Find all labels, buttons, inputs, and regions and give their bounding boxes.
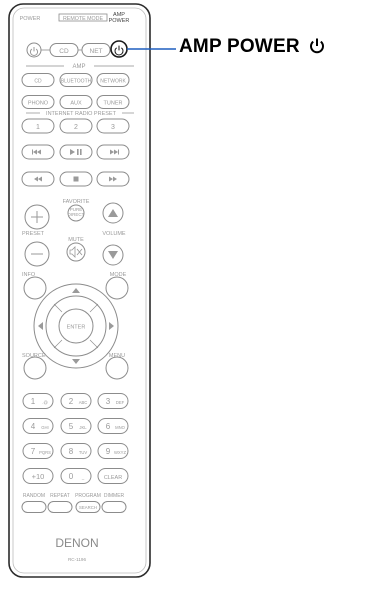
- source-button-label: AUX: [70, 101, 82, 107]
- bottom-function-label: REPEAT: [50, 493, 70, 499]
- volume-label: VOLUME: [102, 231, 126, 237]
- number-key-letters: ABC: [79, 400, 88, 405]
- net-mode-label: NET: [90, 48, 103, 55]
- source-button-label: PHONO: [28, 101, 49, 107]
- internet-radio-preset-label: INTERNET RADIO PRESET: [46, 111, 117, 117]
- number-key-digit: 5: [69, 422, 74, 431]
- favorite-label: FAVORITE: [63, 199, 90, 205]
- number-key-letters: JKL: [79, 425, 87, 430]
- enter-label: ENTER: [67, 325, 86, 331]
- bottom-function-label: DIMMER: [104, 493, 125, 499]
- stop-icon: [74, 177, 79, 182]
- number-key-digit: 4: [31, 422, 36, 431]
- source-button-label: NETWORK: [100, 79, 126, 85]
- brand-logo: DENON: [55, 536, 98, 550]
- number-key-letters: PQRS: [39, 450, 51, 455]
- source-button-label: TUNER: [104, 101, 123, 107]
- preset-button-label: 3: [111, 124, 115, 131]
- search-label: SEARCH: [79, 505, 97, 510]
- number-key-letters: .@: [42, 400, 47, 405]
- bottom-function-button: [48, 502, 72, 513]
- amp-power-callout: AMP POWER: [179, 36, 325, 60]
- number-key-digit: 7: [31, 447, 36, 456]
- number-key-digit: 8: [69, 447, 74, 456]
- source-button-label: CD: [34, 79, 42, 85]
- play-pause-button: [60, 145, 92, 159]
- number-key: [23, 394, 53, 409]
- preset-button-label: 1: [36, 124, 40, 131]
- bottom-function-button: [102, 502, 126, 513]
- source-button-round: [24, 357, 46, 379]
- mute-label: MUTE: [68, 237, 84, 243]
- number-key-digit: +10: [32, 472, 45, 481]
- amp-section-label: AMP: [72, 64, 85, 70]
- number-key-digit: 9: [106, 447, 111, 456]
- bottom-function-label: RANDOM: [23, 493, 45, 499]
- cd-mode-label: CD: [59, 48, 69, 55]
- number-key-letters: DEF: [116, 400, 125, 405]
- preset-side-label: PRESET: [22, 231, 45, 237]
- preset-button-label: 2: [74, 124, 78, 131]
- number-key-letters: WXYZ: [114, 450, 127, 455]
- number-key-digit: 2: [69, 397, 74, 406]
- number-key-digit: CLEAR: [104, 475, 122, 481]
- menu-button: [106, 357, 128, 379]
- power-icon: [309, 37, 325, 60]
- number-key-digit: 0: [69, 472, 74, 481]
- remote-mode-label: REMOTE MODE: [63, 16, 103, 22]
- number-key-letters: MNO: [115, 425, 126, 430]
- bottom-function-label: PROGRAM: [75, 493, 101, 499]
- mode-button: [106, 277, 128, 299]
- number-key-digit: 6: [106, 422, 111, 431]
- info-button: [24, 277, 46, 299]
- power-label: POWER: [20, 16, 41, 22]
- callout-label-text: AMP POWER: [179, 36, 300, 57]
- number-key-letters: TUV: [79, 450, 88, 455]
- source-button-label: BLUETOOTH: [61, 79, 92, 85]
- number-key-letters: GHI: [41, 425, 48, 430]
- number-key: [61, 469, 91, 484]
- bottom-function-button: [22, 502, 46, 513]
- number-key-digit: 3: [106, 397, 111, 406]
- model-number: RC-1196: [68, 557, 86, 562]
- number-key-digit: 1: [31, 397, 36, 406]
